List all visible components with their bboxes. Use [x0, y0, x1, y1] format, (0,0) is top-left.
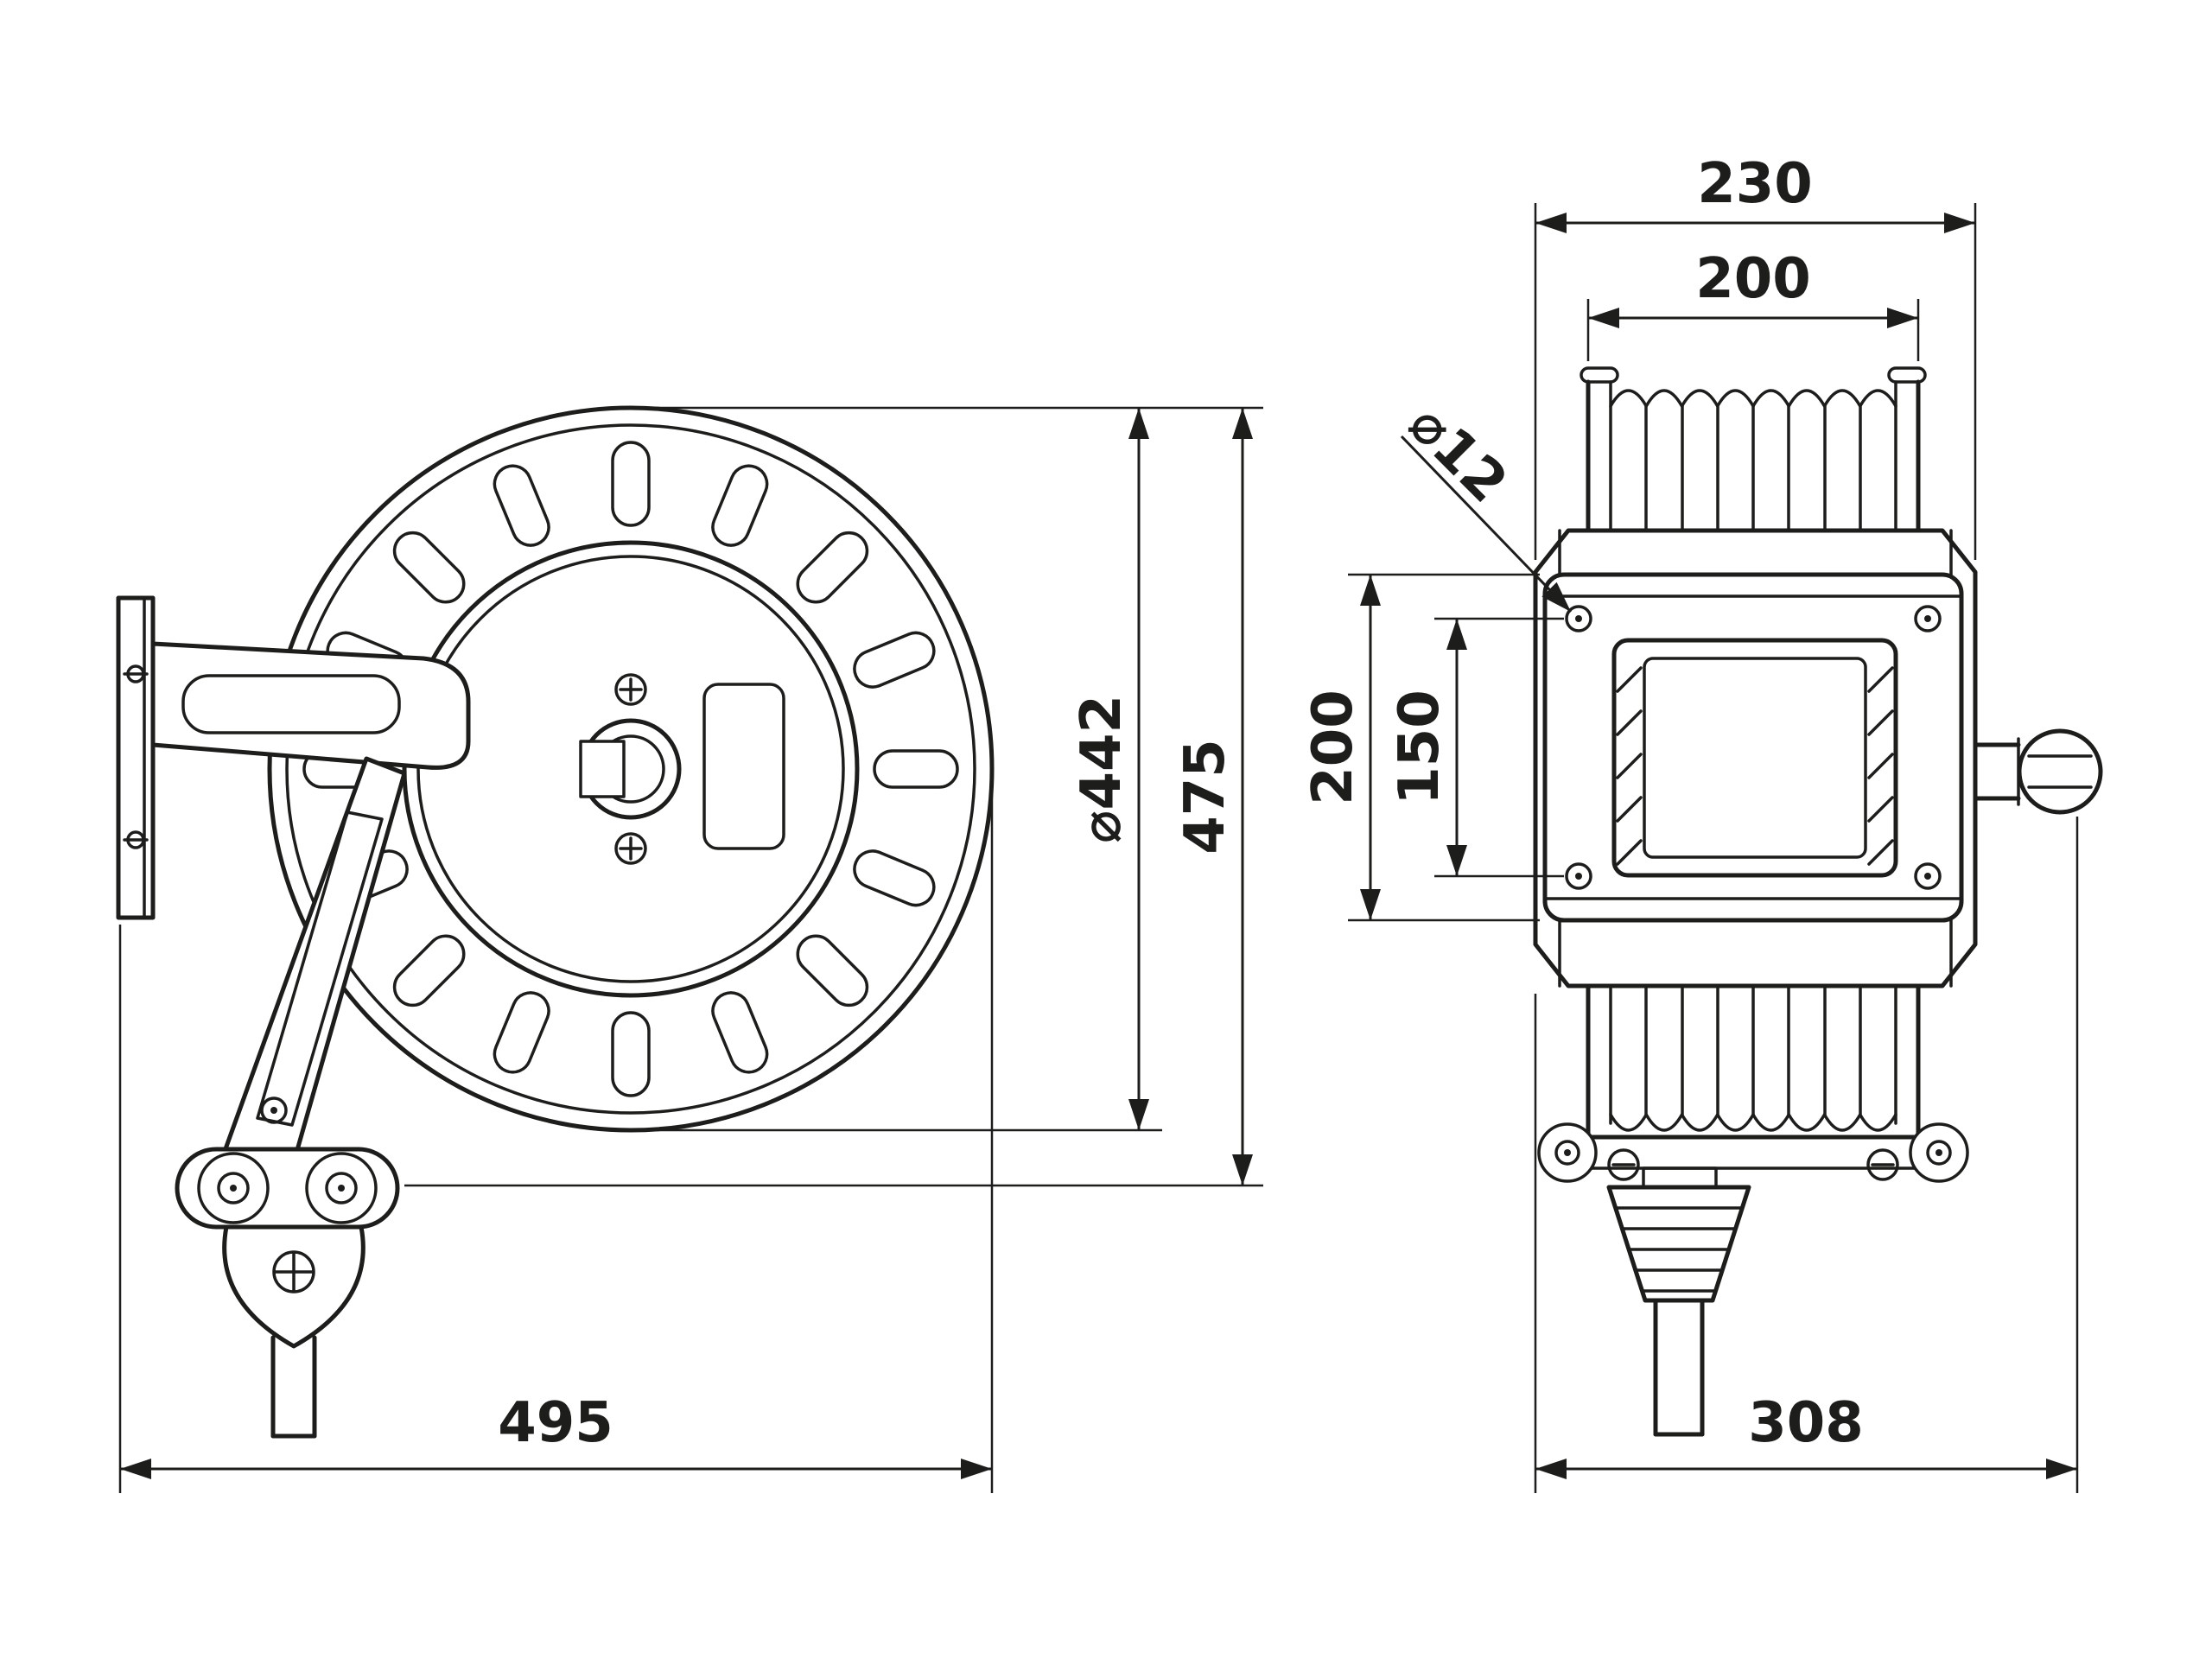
roller-guide: [175, 1147, 400, 1349]
front-view: 230 200 200 150 ⌀12: [1301, 152, 2103, 1493]
hose-outlet-side: [270, 1335, 317, 1439]
roller-bar: [1537, 1122, 1969, 1183]
slot-ring: [302, 441, 959, 1097]
dim-200-left-label: 200: [1301, 690, 1365, 805]
dim-150-label: 150: [1388, 690, 1452, 805]
swing-arm: [220, 756, 407, 1165]
dim-depth-308: 308: [1534, 817, 2079, 1493]
latch-hatching-right: [1867, 666, 1894, 866]
latch-hatching-left: [1616, 666, 1643, 866]
support-arm: [150, 641, 471, 770]
dim-spacing-150: 150: [1388, 617, 1564, 878]
dim-hole-12: ⌀12: [1396, 392, 1573, 613]
strain-relief: [1606, 1166, 1751, 1303]
dim-495-label: 495: [498, 1391, 613, 1455]
dim-230-label: 230: [1697, 152, 1813, 216]
dim-width-495: 495: [118, 786, 994, 1493]
dim-width-230: 230: [1534, 152, 1977, 560]
hose-coil-top: [1580, 366, 1927, 533]
hose-coil-bottom: [1586, 983, 1921, 1136]
dim-diameter-442: ⌀442: [644, 406, 1263, 1132]
dim-drum-200: 200: [1586, 247, 1920, 361]
dim-308-label: 308: [1748, 1391, 1864, 1455]
info-label: [702, 683, 785, 850]
hub-screw-top: [614, 673, 647, 706]
wall-bracket: [116, 595, 156, 920]
hub-screw-bottom: [614, 832, 647, 865]
dim-475-label: 475: [1173, 739, 1237, 855]
dim-442-label: ⌀442: [1070, 695, 1134, 843]
mounting-plate: [1542, 572, 1964, 923]
dim-height-475: 475: [404, 408, 1263, 1187]
dim-12-label: ⌀12: [1396, 392, 1520, 516]
dim-200-top-label: 200: [1695, 247, 1811, 311]
swivel-inlet: [1973, 728, 2103, 815]
side-view: ⌀442 475 495: [116, 405, 1263, 1493]
dim-plate-200: 200: [1301, 573, 1540, 922]
hose-outlet-front: [1653, 1298, 1705, 1437]
hub: [579, 673, 682, 865]
